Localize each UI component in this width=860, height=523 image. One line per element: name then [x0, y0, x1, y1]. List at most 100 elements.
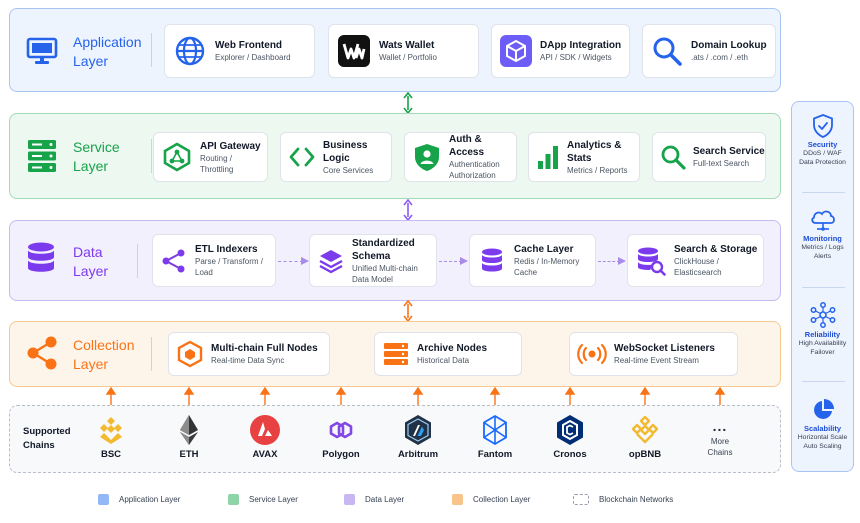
- cronos-logo-icon: [557, 415, 583, 445]
- service-layer-title: Service Layer: [73, 138, 120, 176]
- chain-arbitrum[interactable]: Arbitrum: [388, 414, 448, 460]
- sidebar-item-subtitle: Data Protection: [799, 159, 846, 166]
- card-title: API Gateway: [200, 140, 261, 152]
- chain-avax[interactable]: AVAX: [235, 414, 295, 460]
- card-subtitle: Elasticsearch: [674, 268, 722, 277]
- sidebar-item-title: Scalability: [803, 424, 842, 433]
- flow-arrow: [439, 261, 462, 262]
- node-graph-icon: [153, 248, 195, 274]
- sidebar-item-scalability[interactable]: Scalability Horizontal Scale Auto Scalin…: [792, 398, 853, 451]
- layer-title-line2: Layer: [73, 53, 109, 69]
- card-subtitle: Metrics / Reports: [567, 165, 628, 175]
- chain-name: Cronos: [553, 449, 587, 460]
- legend-label: Application Layer: [119, 495, 181, 504]
- card-title: Cache Layer: [514, 244, 574, 255]
- chain-eth[interactable]: ETH: [159, 414, 219, 460]
- divider: [151, 33, 152, 67]
- search-icon: [653, 144, 693, 170]
- sidebar-item-subtitle: Metrics / Logs: [801, 244, 844, 251]
- layer-title-line1: Data: [73, 244, 103, 260]
- legend-label: Service Layer: [249, 495, 298, 504]
- pie-chart-icon: [813, 399, 834, 419]
- legend-swatch: [573, 494, 589, 505]
- chain-name: Fantom: [477, 449, 513, 460]
- more-chains[interactable]: ... More Chains: [690, 419, 750, 458]
- sidebar-item-security[interactable]: Security DDoS / WAF Data Protection: [792, 114, 853, 167]
- divider: [137, 243, 138, 278]
- sidebar-item-title: Security: [807, 140, 838, 149]
- fantom-logo-icon: [483, 414, 507, 446]
- card-subtitle: Data Model: [352, 274, 393, 284]
- card-subtitle: Explorer / Dashboard: [215, 53, 291, 62]
- chain-cronos[interactable]: Cronos: [540, 414, 600, 460]
- card-title: DApp Integration: [540, 40, 622, 51]
- bsc-logo-icon: [100, 417, 122, 444]
- chain-name: opBNB: [628, 449, 662, 460]
- card-title: Wats Wallet: [379, 40, 435, 51]
- application-layer-title: Application Layer: [73, 33, 142, 71]
- legend-item-data: Data Layer: [344, 494, 404, 505]
- chain-opbnb[interactable]: opBNB: [615, 414, 675, 460]
- card-domain-lookup[interactable]: Domain Lookup.ats / .com / .eth: [642, 24, 776, 78]
- chain-up-arrows: [105, 386, 726, 406]
- shield-icon: [812, 114, 833, 138]
- card-title: Domain Lookup: [691, 40, 767, 51]
- code-brackets-icon: [281, 145, 323, 169]
- arrowhead-icon: [460, 257, 468, 265]
- label-line2: Chains: [23, 440, 55, 451]
- chain-fantom[interactable]: Fantom: [465, 414, 525, 460]
- legend-swatch: [98, 494, 109, 505]
- sidebar-item-subtitle: Auto Scaling: [803, 443, 842, 450]
- card-subtitle: Parse / Transform /: [195, 257, 264, 266]
- card-subtitle: ClickHouse /: [674, 257, 719, 266]
- card-subtitle: Cache: [514, 268, 538, 277]
- globe-icon: [165, 35, 215, 67]
- chain-name: ETH: [179, 449, 199, 460]
- database-icon: [470, 247, 514, 275]
- bar-chart-icon: [529, 144, 567, 170]
- eth-logo-icon: [180, 415, 198, 445]
- card-subtitle: Wallet / Portfolio: [379, 53, 437, 62]
- card-subtitle: Redis / In-Memory: [514, 257, 580, 266]
- wallet-logo-icon: [329, 35, 379, 67]
- divider: [151, 139, 152, 173]
- sidebar-item-reliability[interactable]: Reliability High Availability Failover: [792, 302, 853, 357]
- card-subtitle: Authentication: [449, 160, 500, 169]
- cube-icon: [492, 35, 540, 67]
- legend-item-application: Application Layer: [98, 494, 180, 505]
- legend-swatch: [452, 494, 463, 505]
- user-shield-icon: [405, 142, 449, 172]
- card-title: Business Logic: [323, 139, 368, 164]
- chain-bsc[interactable]: BSC: [81, 414, 141, 460]
- sidebar-item-subtitle: DDoS / WAF: [803, 150, 842, 157]
- legend-swatch: [344, 494, 355, 505]
- bidirectional-arrow-icon: [403, 300, 413, 322]
- polygon-logo-icon: [329, 421, 353, 439]
- card-subtitle: API / SDK / Widgets: [540, 53, 612, 62]
- legend-label: Blockchain Networks: [599, 495, 674, 504]
- card-subtitle: Routing / Throttling: [200, 153, 234, 174]
- sidebar-item-monitoring[interactable]: Monitoring Metrics / Logs Alerts: [792, 208, 853, 261]
- card-title: WebSocket Listeners: [614, 343, 715, 354]
- chain-polygon[interactable]: Polygon: [311, 414, 371, 460]
- flow-arrow: [278, 261, 303, 262]
- legend-label: Collection Layer: [473, 495, 531, 504]
